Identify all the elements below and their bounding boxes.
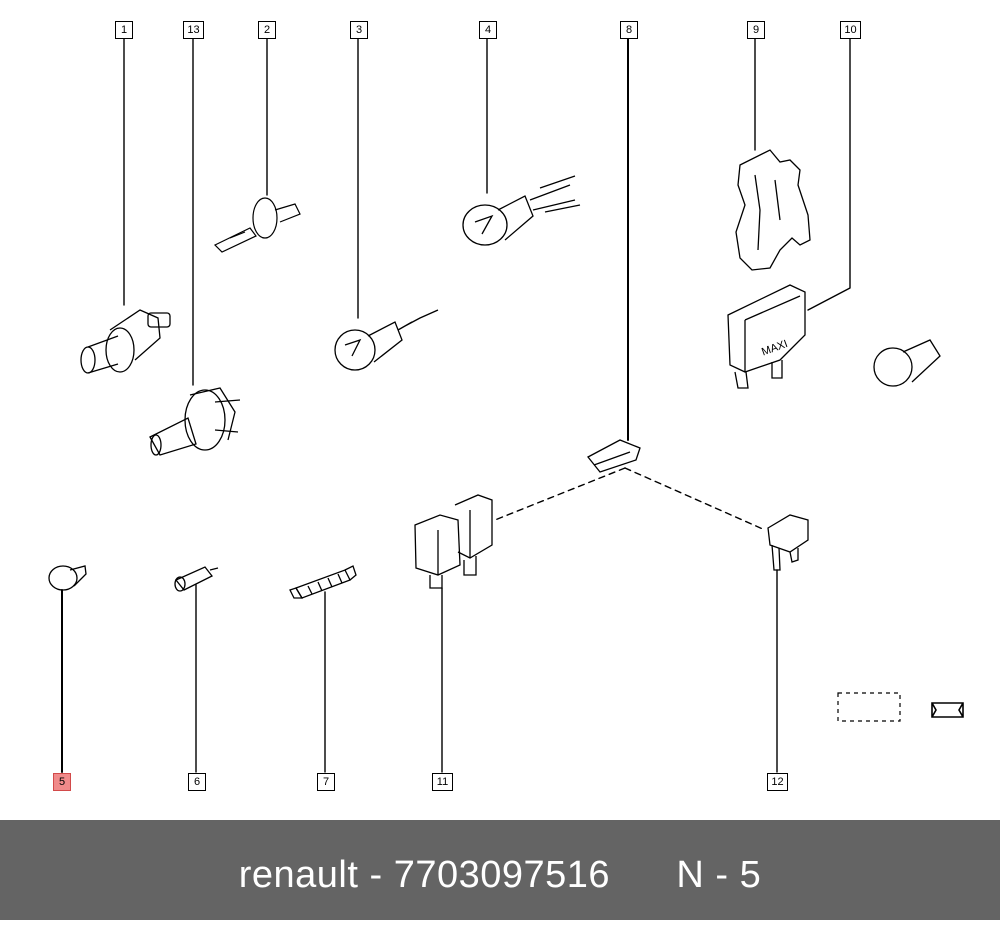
brake-bulb-4-icon bbox=[462, 175, 581, 246]
part-number: 7703097516 bbox=[393, 854, 611, 896]
callout-5[interactable]: 5 bbox=[53, 773, 71, 791]
footer-title: renault - 7703097516 N - 5 bbox=[0, 820, 1000, 920]
brand-name: renault bbox=[238, 854, 359, 896]
title-gap bbox=[610, 854, 676, 896]
dashed-box-symbol bbox=[837, 692, 901, 722]
callout-4[interactable]: 4 bbox=[479, 21, 497, 39]
callout-3[interactable]: 3 bbox=[350, 21, 368, 39]
tail-bulb-3-icon bbox=[334, 309, 439, 371]
callout-11[interactable]: 11 bbox=[432, 773, 453, 791]
round-bulb-icon bbox=[873, 339, 941, 387]
maxi-fuse-10-icon bbox=[727, 284, 806, 389]
callout-2[interactable]: 2 bbox=[258, 21, 276, 39]
festoon-bulb-7-icon bbox=[289, 565, 357, 599]
page-reference: N - 5 bbox=[676, 854, 762, 896]
callout-1[interactable]: 1 bbox=[115, 21, 133, 39]
halogen-capsule-2-icon bbox=[213, 197, 301, 253]
callout-7[interactable]: 7 bbox=[317, 773, 335, 791]
footer-bar: renault - 7703097516 N - 5 bbox=[0, 820, 1000, 920]
wedge-bulb-6-icon bbox=[174, 566, 219, 592]
headlamp-bulb-13-icon bbox=[149, 387, 241, 456]
callout-8[interactable]: 8 bbox=[620, 21, 638, 39]
callout-13[interactable]: 13 bbox=[183, 21, 204, 39]
solid-box-symbol bbox=[931, 702, 964, 718]
blade-fuses-11-icon bbox=[414, 494, 493, 589]
fuse-holder-9-icon bbox=[735, 149, 811, 271]
mini-fuse-12-icon bbox=[767, 514, 809, 571]
fuse-puller-8-icon bbox=[587, 439, 641, 473]
callout-6[interactable]: 6 bbox=[188, 773, 206, 791]
title-separator: - bbox=[358, 854, 394, 896]
parts-diagram: MAXI bbox=[48, 37, 964, 773]
callout-12[interactable]: 12 bbox=[767, 773, 788, 791]
headlamp-bulb-1-icon bbox=[80, 309, 171, 374]
callout-9[interactable]: 9 bbox=[747, 21, 765, 39]
wedge-bulb-5-icon bbox=[48, 565, 87, 591]
callout-10[interactable]: 10 bbox=[840, 21, 861, 39]
